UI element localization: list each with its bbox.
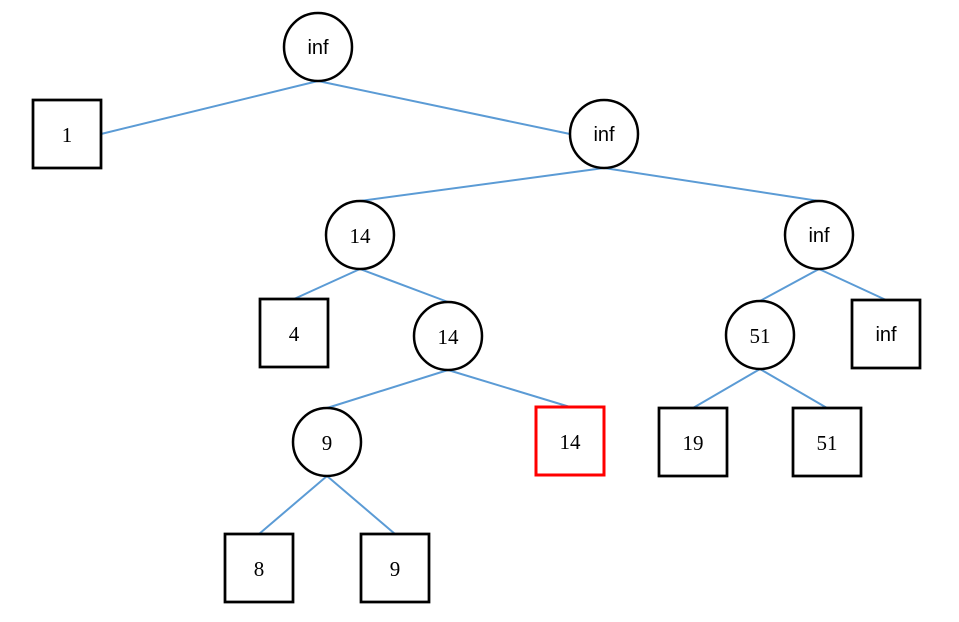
tree-node-leaf-9 <box>359 532 431 604</box>
tree-node-inner-inf-3 <box>783 199 855 271</box>
tree-node-label-leaf-8: 8 <box>254 557 265 581</box>
tree-edge-inner-14-b-leaf-14 <box>447 369 571 408</box>
tree-edge-inner-inf-3-leaf-inf <box>818 268 887 301</box>
tree-node-label-leaf-9: 9 <box>390 557 401 581</box>
tree-node-label-leaf-51: 51 <box>817 431 838 455</box>
tree-node-label-root-inf: inf <box>307 37 329 59</box>
tree-edge-root-inf-inner-inf-2 <box>317 80 571 135</box>
tree-node-label-leaf-4: 4 <box>289 322 300 346</box>
tree-edge-inner-9-leaf-9 <box>326 475 396 535</box>
tree-node-leaf-14-highlighted <box>534 405 606 477</box>
tree-node-inner-51 <box>724 299 796 371</box>
tree-node-label-leaf-1: 1 <box>62 123 73 147</box>
tree-edge-inner-51-leaf-19 <box>692 368 761 409</box>
tree-node-inner-14-b <box>412 300 484 372</box>
tree-node-inner-14-a <box>324 199 396 271</box>
tree-node-label-leaf-inf: inf <box>875 324 897 346</box>
tree-node-leaf-51 <box>791 406 863 478</box>
tree-node-leaf-8 <box>223 532 295 604</box>
tree-node-label-inner-inf-3: inf <box>808 225 830 247</box>
tree-node-leaf-1 <box>31 98 103 170</box>
tree-node-inner-9 <box>291 406 363 478</box>
tree-edge-inner-14-a-inner-14-b <box>359 268 449 303</box>
tree-node-label-leaf-19: 19 <box>683 431 704 455</box>
tree-node-label-inner-14-b: 14 <box>438 325 460 349</box>
tree-node-leaf-4 <box>258 297 330 369</box>
tree-edge-inner-14-b-inner-9 <box>326 369 449 409</box>
tree-node-root-inf <box>282 11 354 83</box>
tree-node-inner-inf-2 <box>568 98 640 170</box>
tree-node-leaf-inf <box>850 298 922 370</box>
tree-node-label-inner-9: 9 <box>322 431 333 455</box>
tree-edge-inner-9-leaf-8 <box>258 475 328 535</box>
tree-node-label-inner-14-a: 14 <box>350 224 372 248</box>
tree-edge-inner-inf-2-inner-inf-3 <box>603 167 820 202</box>
tree-edge-root-inf-leaf-1 <box>100 80 319 135</box>
tree-node-label-inner-inf-2: inf <box>593 124 615 146</box>
tree-node-leaf-19 <box>657 406 729 478</box>
tree-edge-inner-inf-2-inner-14-a <box>359 167 605 202</box>
tree-edge-inner-51-leaf-51 <box>759 368 828 409</box>
tree-node-label-inner-51: 51 <box>750 324 771 348</box>
tree-edge-inner-inf-3-inner-51 <box>759 268 820 302</box>
tree-node-label-leaf-14: 14 <box>560 430 582 454</box>
tree-edge-inner-14-a-leaf-4 <box>293 268 361 300</box>
